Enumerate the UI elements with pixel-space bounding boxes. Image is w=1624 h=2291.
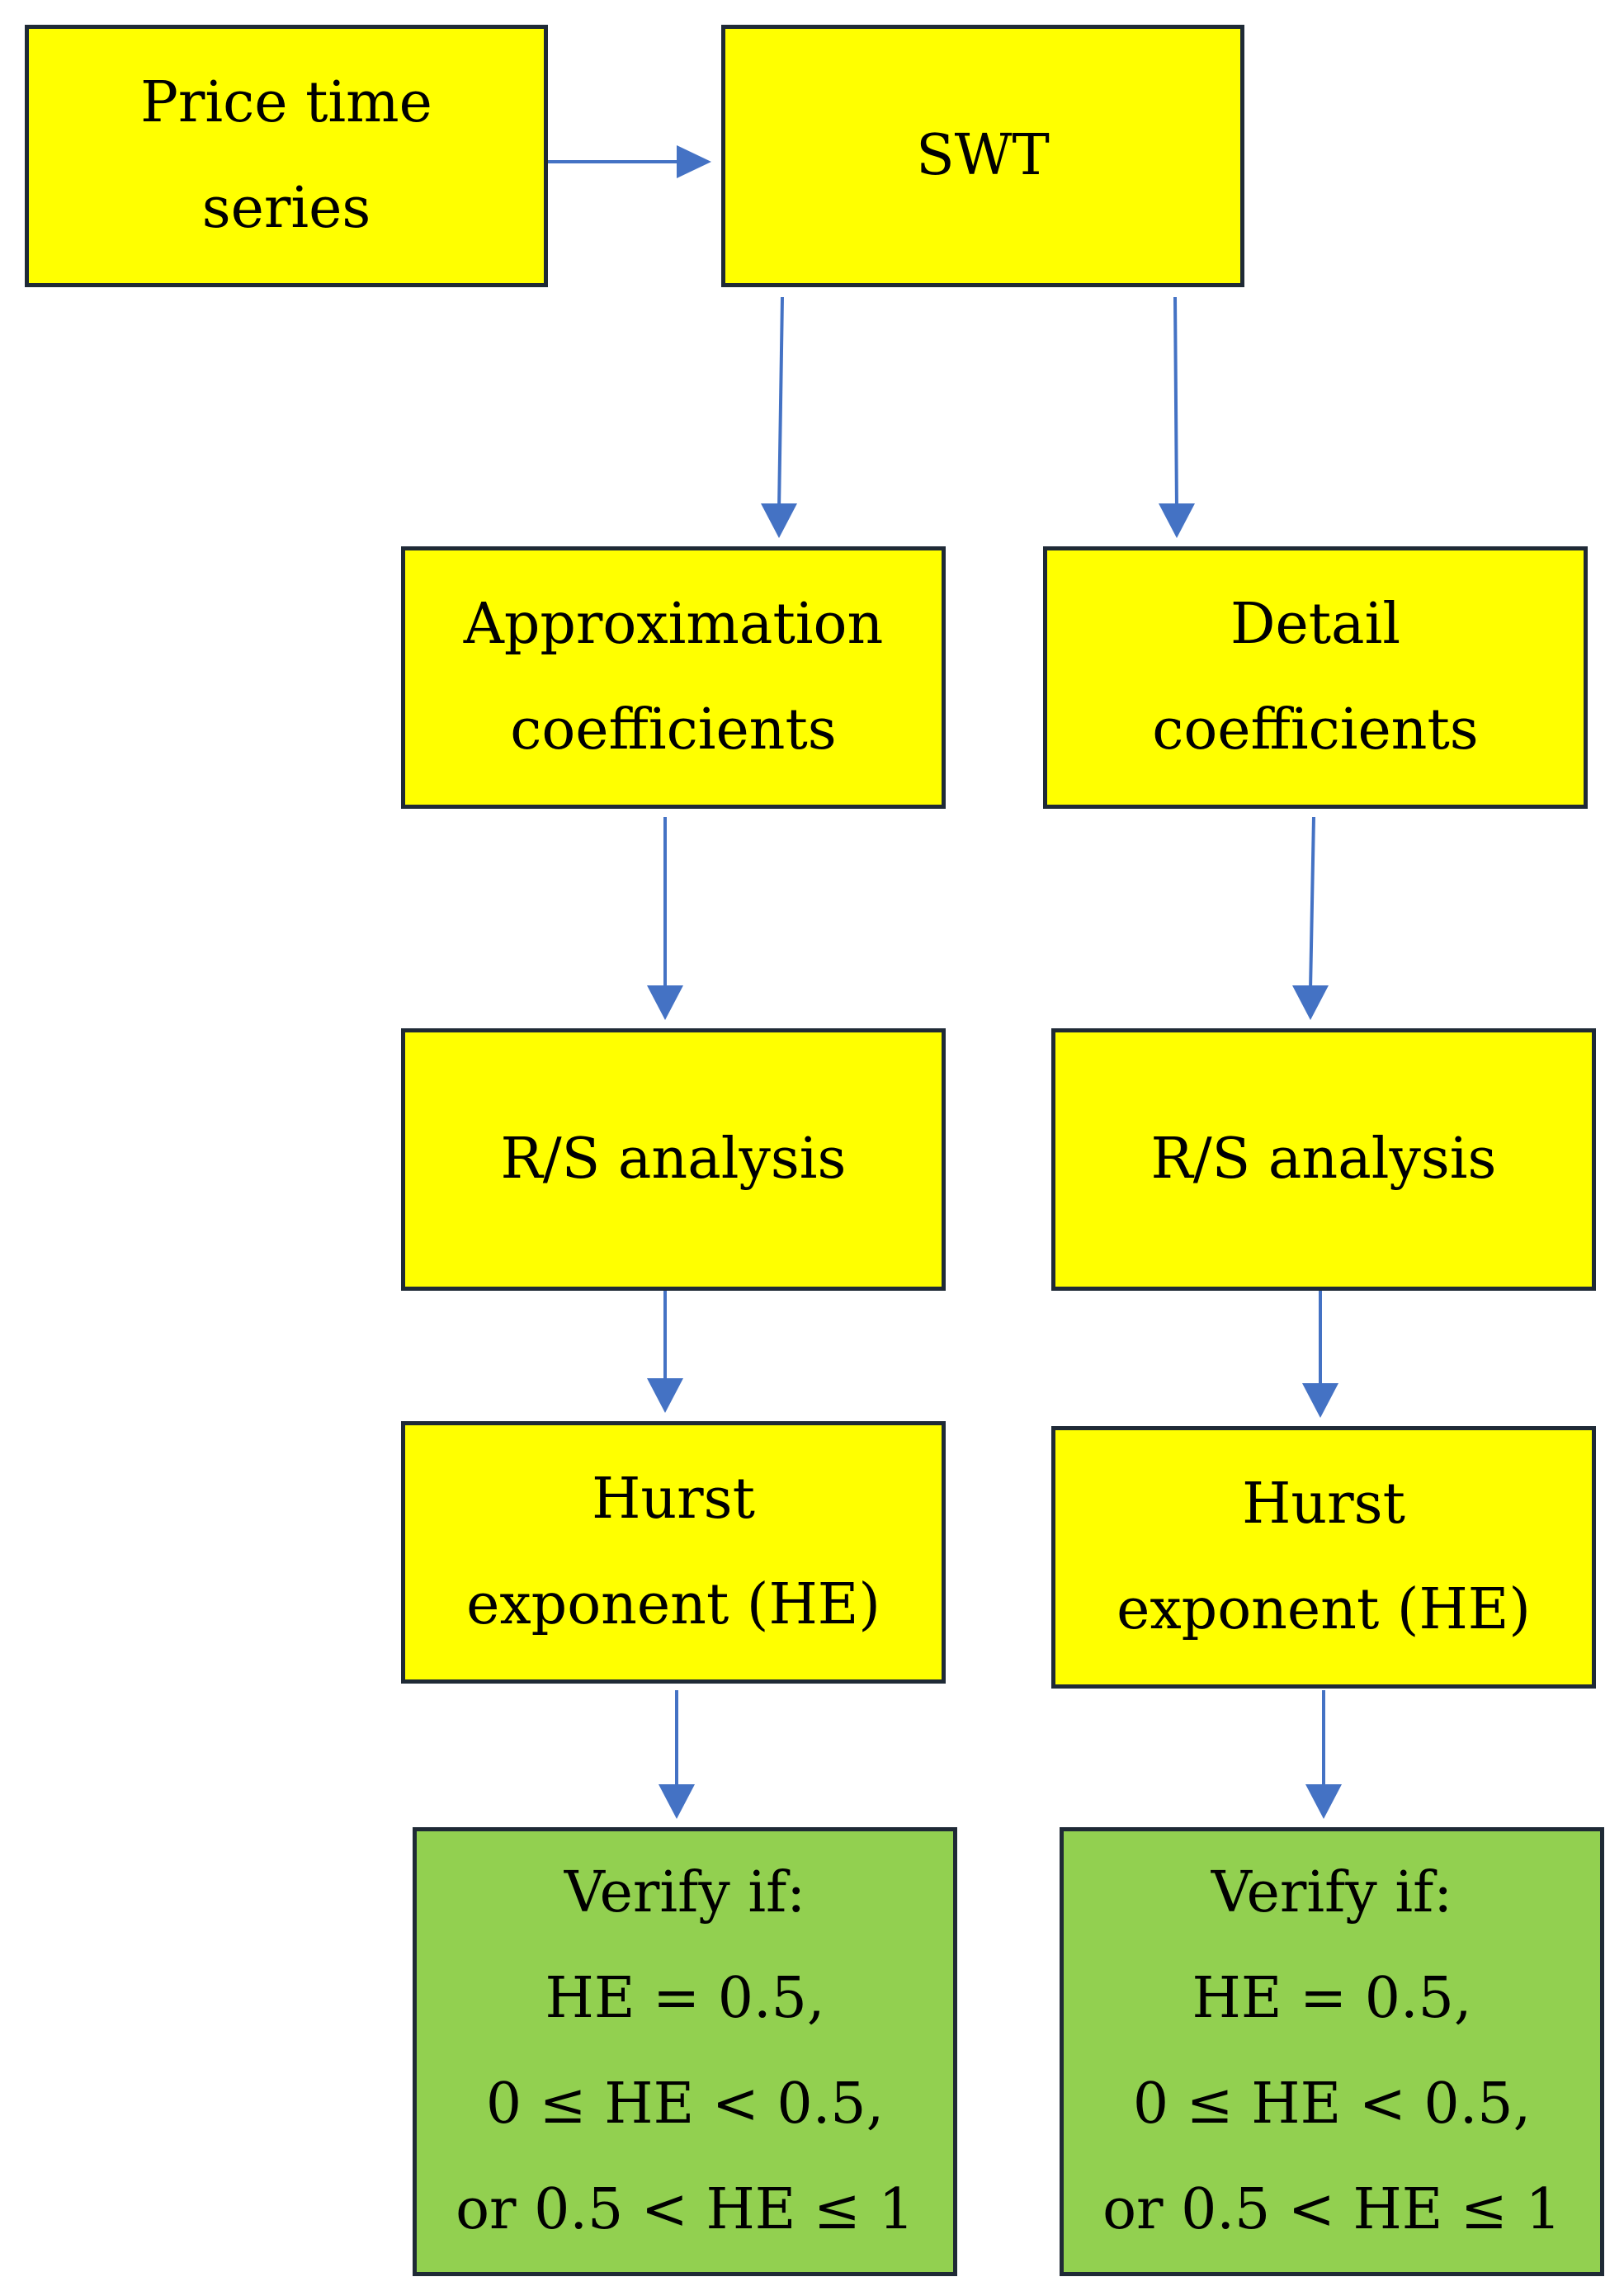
price-time-series-node: Price time series — [25, 25, 548, 287]
approximation-coefficients-node: Approximation coefficients — [401, 546, 946, 809]
node-label-line: series — [201, 176, 371, 241]
node-label-line: HE = 0.5, — [545, 1966, 825, 2031]
arrowhead-swt-to-detail — [1159, 503, 1195, 538]
node-label-line: Detail — [1230, 592, 1401, 657]
arrowhead-rs-right-to-hurst-right — [1302, 1383, 1338, 1418]
node-label-line: 0 ≤ HE < 0.5, — [485, 2071, 885, 2137]
node-label-line: 0 ≤ HE < 0.5, — [1132, 2071, 1532, 2137]
node-label-line: coefficients — [1152, 697, 1479, 763]
node-label-line: Hurst — [592, 1467, 755, 1532]
swt-node: SWT — [721, 25, 1244, 287]
node-label-line: Approximation — [463, 592, 884, 657]
arrowhead-hurst-right-to-verify-right — [1305, 1784, 1342, 1819]
node-label-line: R/S analysis — [1150, 1127, 1497, 1192]
node-label-line: coefficients — [510, 697, 837, 763]
node-label-line: exponent (HE) — [1116, 1577, 1531, 1642]
hurst-exponent-left-node: Hurst exponent (HE) — [401, 1421, 946, 1684]
arrow-detail-to-rs-right — [1309, 816, 1315, 991]
node-label-line: HE = 0.5, — [1192, 1966, 1472, 2031]
verify-left-node: Verify if: HE = 0.5, 0 ≤ HE < 0.5, or 0.… — [413, 1827, 957, 2276]
rs-analysis-right-node: R/S analysis — [1051, 1028, 1596, 1291]
node-label-line: or 0.5 < HE ≤ 1 — [456, 2177, 914, 2242]
arrowhead-rs-left-to-hurst-left — [647, 1378, 683, 1413]
node-label-line: exponent (HE) — [466, 1572, 880, 1637]
node-label-line: SWT — [916, 123, 1050, 188]
arrowhead-approx-to-rs-left — [647, 985, 683, 1020]
node-label-line: Verify if: — [564, 1860, 806, 1925]
hurst-exponent-right-node: Hurst exponent (HE) — [1051, 1426, 1596, 1689]
arrowhead-swt-to-approx — [761, 503, 797, 538]
node-label-line: Hurst — [1242, 1471, 1405, 1537]
rs-analysis-left-node: R/S analysis — [401, 1028, 946, 1291]
detail-coefficients-node: Detail coefficients — [1043, 546, 1588, 809]
node-label-line: Verify if: — [1211, 1860, 1453, 1925]
verify-right-node: Verify if: HE = 0.5, 0 ≤ HE < 0.5, or 0.… — [1060, 1827, 1604, 2276]
arrowhead-hurst-left-to-verify-left — [659, 1784, 695, 1819]
arrow-swt-to-detail — [1173, 296, 1178, 511]
arrowhead-price-to-swt — [677, 145, 711, 178]
node-label-line: Price time — [140, 70, 432, 135]
node-label-line: R/S analysis — [500, 1127, 847, 1192]
node-label-line: or 0.5 < HE ≤ 1 — [1102, 2177, 1561, 2242]
arrow-swt-to-approx — [777, 296, 784, 511]
arrowhead-detail-to-rs-right — [1292, 985, 1329, 1020]
